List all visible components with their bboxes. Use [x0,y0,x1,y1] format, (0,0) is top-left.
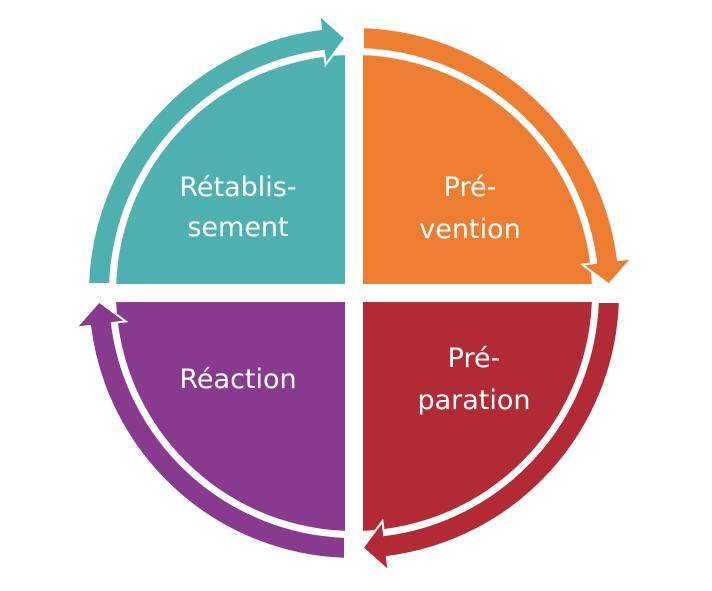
label-prevention-2: vention [419,214,520,245]
arrow-reaction [73,300,346,560]
label-preparation-1: Pré- [448,343,501,374]
label-preparation-2: paration [417,385,530,416]
label-reaction: Réaction [179,364,296,395]
wedge-reaction [116,302,345,531]
wedge-retablissement [116,55,345,284]
label-retablissement-2: sement [187,212,288,243]
wedge-prevention [363,55,592,284]
label-prevention-1: Pré- [444,172,497,203]
arrow-retablissement [87,12,347,285]
arrow-prevention [362,26,635,286]
wedge-preparation [363,302,592,531]
label-retablissement-1: Rétablis- [179,172,296,203]
arrow-preparation [361,301,621,574]
